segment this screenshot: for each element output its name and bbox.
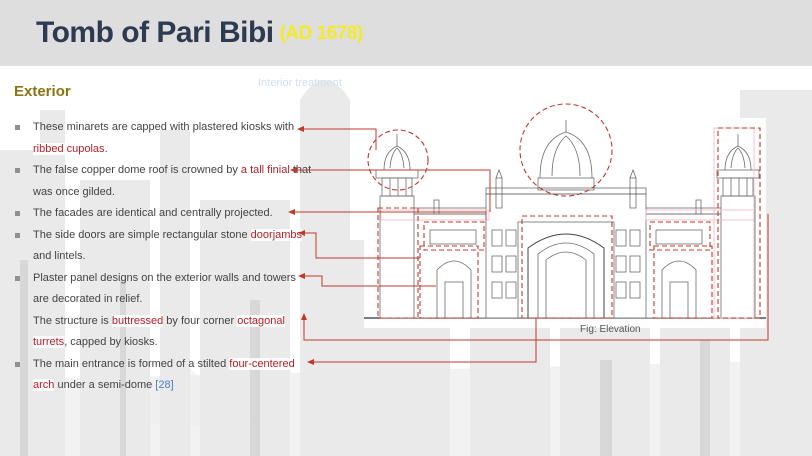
bullet-text: The side doors are simple rectangular st… — [33, 228, 251, 241]
slide-title: Tomb of Pari Bibi(AD 1678) — [36, 16, 363, 50]
title-date: (AD 1678) — [279, 23, 364, 44]
highlighted-term: a tall finial — [240, 164, 290, 176]
bullet-text: The main entrance is formed of a stilted — [33, 357, 230, 370]
bullet-item: The side doors are simple rectangular st… — [12, 225, 312, 268]
bullet-text: under a semi-dome — [54, 379, 156, 391]
bullet-text: . — [104, 142, 108, 155]
figure-caption: Fig: Elevation — [580, 324, 641, 335]
bullet-text: and lintels. — [33, 250, 86, 262]
highlighted-term: ribbed cupolas — [33, 142, 105, 155]
bullet-text: The facades are identical and centrally … — [33, 207, 273, 219]
title-band — [0, 0, 812, 66]
section-heading: Exterior — [14, 83, 71, 100]
bullet-text: The structure is — [33, 314, 112, 327]
faded-link-text: Interior treatment — [258, 77, 342, 89]
highlighted-term: doorjambs — [250, 228, 303, 241]
bullet-item: The facades are identical and centrally … — [12, 203, 312, 225]
bullet-text: These minarets are capped with plastered… — [33, 121, 295, 133]
bullet-text: The false copper dome roof is crowned by — [33, 164, 241, 176]
bullet-list: These minarets are capped with plastered… — [12, 117, 312, 397]
bullet-item: The structure is buttressed by four corn… — [12, 311, 312, 354]
reference-link: [28] — [155, 379, 174, 391]
bullet-text: , capped by kiosks. — [64, 336, 158, 348]
title-text: Tomb of Pari Bibi — [36, 16, 274, 49]
bullet-item: The main entrance is formed of a stilted… — [12, 354, 312, 397]
bullet-item: The false copper dome roof is crowned by… — [12, 160, 312, 203]
bullet-text: by four corner — [163, 314, 238, 327]
bullet-text: Plaster panel designs on the exterior wa… — [33, 271, 296, 306]
bullet-item: Plaster panel designs on the exterior wa… — [12, 268, 312, 311]
bullet-text: that was once gilded. — [33, 164, 312, 198]
highlighted-term: buttressed — [111, 314, 164, 327]
bullet-item: These minarets are capped with plastered… — [12, 117, 312, 160]
